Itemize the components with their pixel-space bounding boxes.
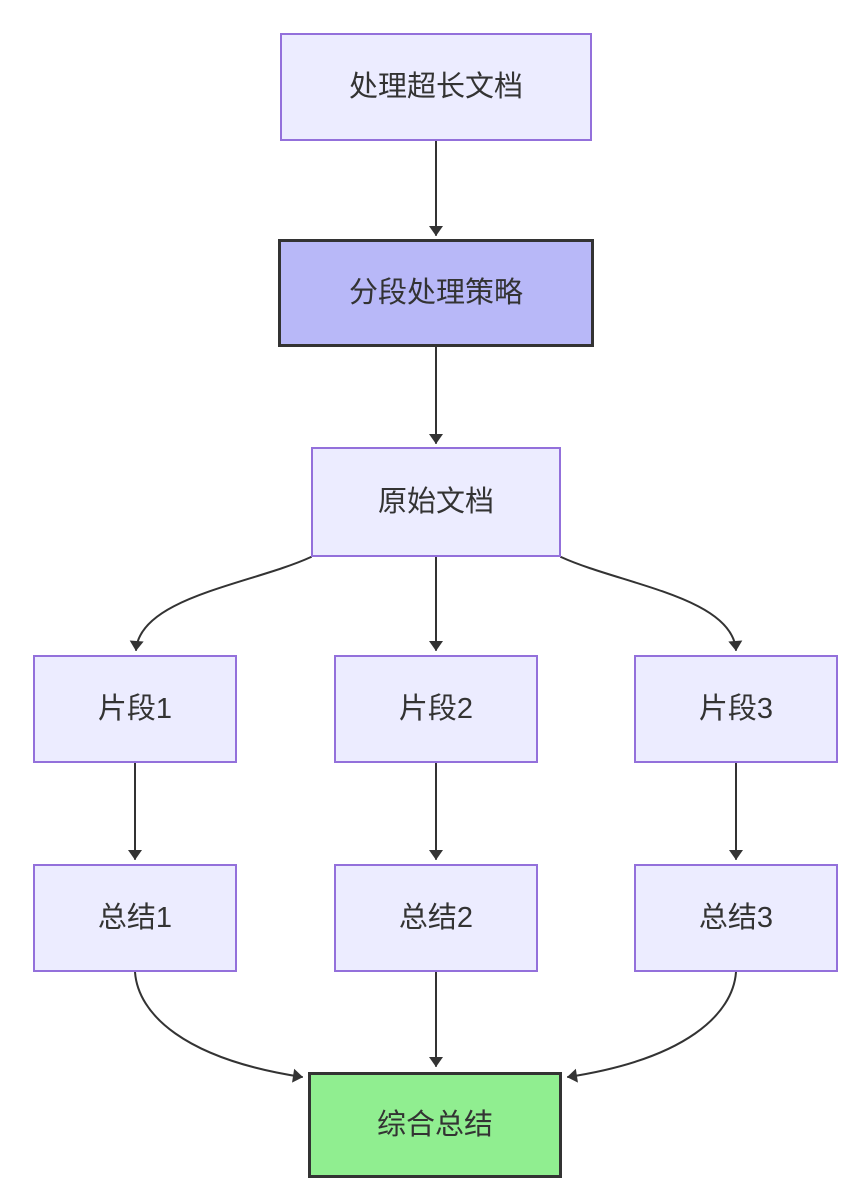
node-label: 分段处理策略 [348, 276, 523, 309]
node-combined-summary: 综合总结 [308, 1072, 562, 1178]
node-label: 总结3 [698, 901, 774, 934]
node-label: 原始文档 [377, 485, 494, 518]
node-label: 总结2 [398, 901, 474, 934]
edge-C-D3 [560, 556, 743, 651]
node-label: 处理超长文档 [348, 70, 523, 103]
node-label: 片段3 [698, 692, 774, 725]
edge-E1-F [134, 971, 303, 1083]
edge-C-D1 [129, 556, 312, 651]
node-fragment-2: 片段2 [334, 655, 538, 763]
node-process-long-doc: 处理超长文档 [280, 33, 592, 141]
node-original-doc: 原始文档 [311, 447, 561, 557]
node-label: 片段1 [97, 692, 173, 725]
edge-E3-F [567, 971, 737, 1083]
node-label: 综合总结 [376, 1108, 493, 1141]
node-fragment-3: 片段3 [634, 655, 838, 763]
node-summary-2: 总结2 [334, 864, 538, 972]
node-segment-strategy: 分段处理策略 [278, 239, 594, 347]
node-label: 片段2 [398, 692, 474, 725]
node-summary-3: 总结3 [634, 864, 838, 972]
node-fragment-1: 片段1 [33, 655, 237, 763]
node-summary-1: 总结1 [33, 864, 237, 972]
node-label: 总结1 [97, 901, 173, 934]
